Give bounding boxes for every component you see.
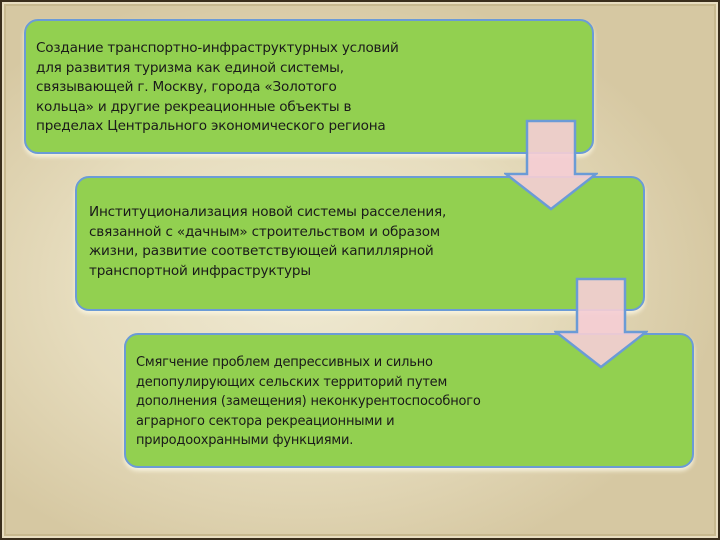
step-2-line-4: транспортной инфраструктуры	[89, 262, 311, 279]
step-1-box: Создание транспортно-инфраструктурных ус…	[24, 19, 594, 154]
down-arrow-icon	[554, 277, 648, 369]
step-3-text: Смягчение проблем депрессивных и сильно …	[136, 353, 481, 451]
step-3-line-2: депопулирующих сельских территорий путем	[136, 374, 448, 390]
step-2-line-1: Институционализация новой системы рассел…	[89, 204, 447, 220]
step-1-line-2: для развития туризма как единой системы,	[36, 59, 344, 76]
step-3-line-1: Смягчение проблем депрессивных и сильно	[136, 355, 433, 370]
step-2-text: Институционализация новой системы рассел…	[89, 203, 446, 281]
down-arrow-icon	[504, 119, 598, 211]
step-1-line-4: кольца» и другие рекреационные объекты в	[36, 98, 352, 115]
step-3-line-4: аграрного сектора рекреационными и	[136, 413, 395, 429]
step-1-line-1: Создание транспортно-инфраструктурных ус…	[36, 40, 399, 56]
step-1-line-5: пределах Центрального экономического рег…	[36, 118, 386, 135]
step-2-line-3: жизни, развитие соответствующей капилляр…	[89, 243, 434, 260]
step-3-line-3: дополнения (замещения) неконкурентоспосо…	[136, 394, 481, 410]
step-2-line-2: связанной с «дачным» строительством и об…	[89, 223, 440, 240]
step-3-box: Смягчение проблем депрессивных и сильно …	[124, 333, 694, 468]
step-1-text: Создание транспортно-инфраструктурных ус…	[36, 39, 399, 137]
step-1-line-3: связывающей г. Москву, города «Золотого	[36, 79, 337, 96]
step-3-line-5: природоохранными функциями.	[136, 433, 354, 449]
